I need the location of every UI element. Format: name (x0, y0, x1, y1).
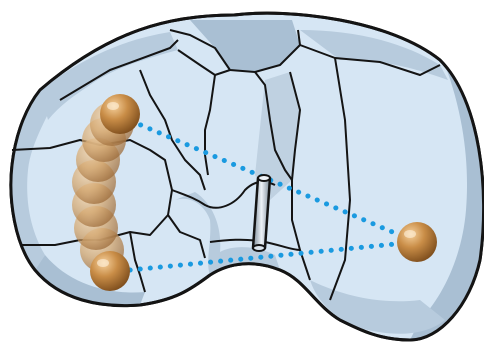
sphere-bottom-highlight (97, 259, 109, 267)
sphere-bottom (90, 251, 130, 291)
rod-bottom-cap (253, 245, 265, 251)
sphere-right-highlight (404, 230, 416, 238)
sphere-top-highlight (107, 102, 119, 110)
rod-top-cap (258, 175, 270, 181)
sphere-right (397, 222, 437, 262)
sphere-top (100, 94, 140, 134)
sphere-anchor-right (397, 222, 437, 262)
